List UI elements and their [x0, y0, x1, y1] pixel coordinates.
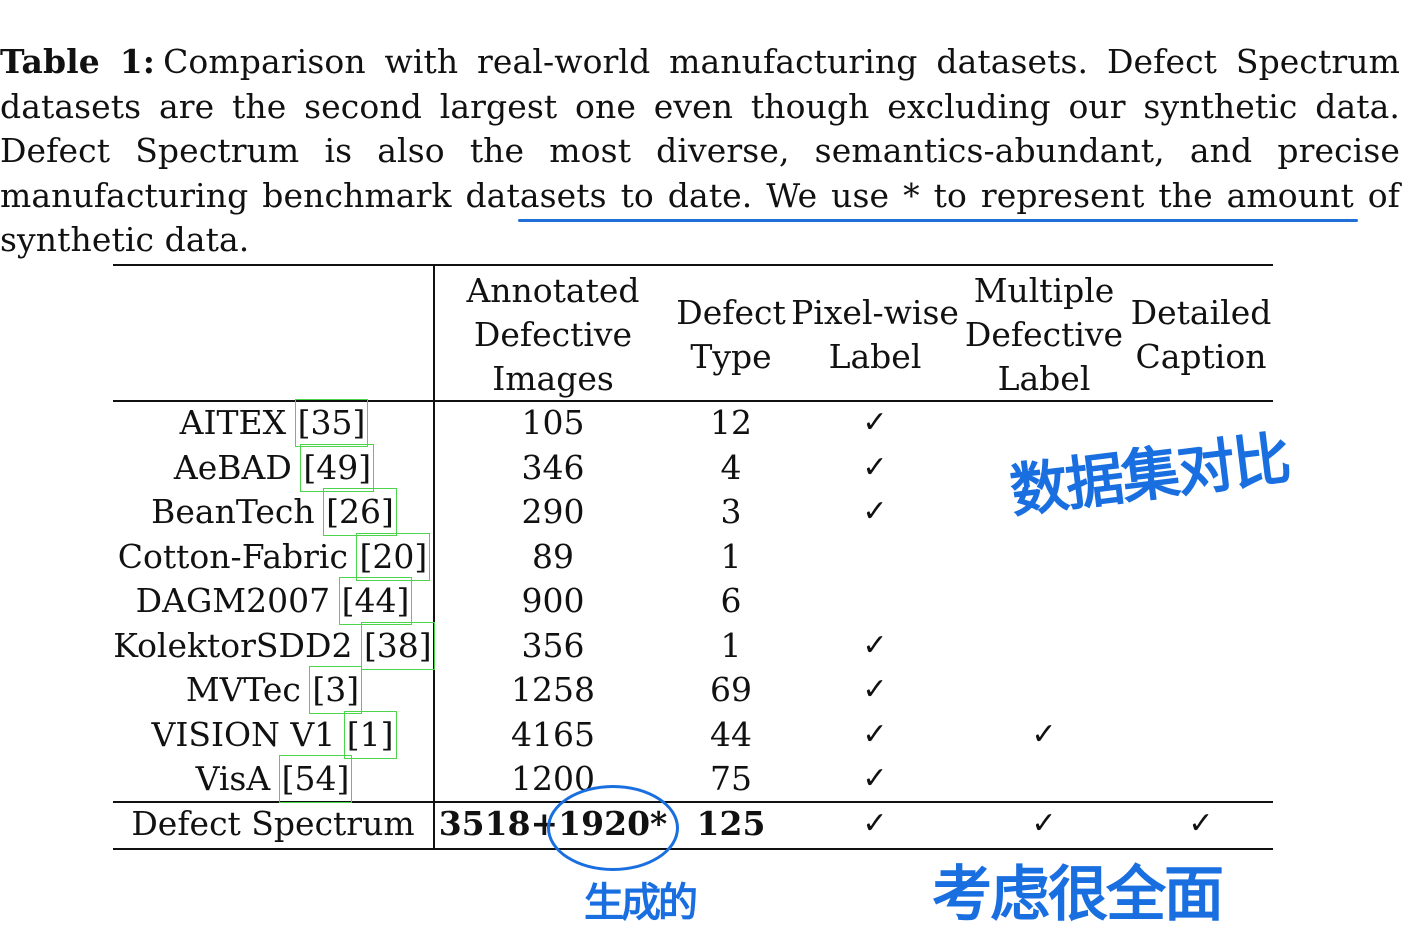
annotated-count: 900 — [521, 581, 585, 620]
dataset-name-cell: DAGM2007 [44] — [113, 577, 433, 625]
defect-type-count: 6 — [720, 581, 742, 620]
pixel-label-check: ✓ — [862, 494, 888, 529]
header-multiple-line: Label — [997, 359, 1091, 398]
annotated-count: 356 — [521, 625, 585, 665]
highlight-underline — [518, 219, 1358, 222]
defect-type-count: 44 — [710, 714, 752, 754]
dataset-name: BeanTech — [151, 492, 315, 531]
comparison-table: Annotated Defective Images Defect Type P… — [113, 264, 1273, 850]
annotated-count: 1258 — [511, 670, 595, 709]
pixel-label-check: ✓ — [862, 716, 888, 752]
dataset-name-cell: BeanTech [26] — [113, 488, 433, 536]
header-caption: Detailed Caption — [1129, 270, 1273, 400]
citation-link[interactable]: [3] — [309, 666, 363, 714]
table-row: AeBAD [49] 346 4 ✓ — [113, 443, 1273, 492]
dataset-name: Cotton-Fabric — [117, 536, 348, 576]
pixel-label-check: ✓ — [862, 761, 888, 796]
citation-link[interactable]: [38] — [360, 621, 435, 670]
defect-type-count: 1 — [720, 536, 742, 576]
annotated-count: 290 — [521, 492, 585, 531]
header-caption-line: Detailed — [1130, 293, 1272, 332]
header-defect-type-line: Type — [690, 337, 772, 376]
pixel-label-check: ✓ — [862, 627, 888, 663]
defect-type-count: 69 — [710, 670, 752, 709]
defect-type-count: 12 — [710, 403, 752, 442]
table-top-rule — [113, 264, 1273, 266]
header-annotated-line: Annotated — [466, 271, 640, 310]
defect-type-count: 75 — [710, 759, 752, 798]
defect-type-count: 1 — [720, 625, 742, 665]
annotated-count: 105 — [521, 403, 585, 442]
dataset-name-cell: MVTec [3] — [113, 666, 433, 714]
dataset-name: AeBAD — [173, 447, 292, 487]
pixel-label-check: ✓ — [862, 449, 888, 485]
header-defect-type: Defect Type — [671, 270, 791, 400]
dataset-name: VISION V1 — [151, 714, 336, 754]
table-row: Cotton-Fabric [20] 89 1 — [113, 532, 1273, 581]
table-row-final: Defect Spectrum 3518+1920* 125 ✓ ✓ ✓ — [113, 802, 1273, 846]
dataset-name: AITEX — [179, 403, 287, 442]
citation-link[interactable]: [1] — [343, 710, 397, 759]
header-defect-type-line: Defect — [676, 293, 786, 332]
defect-type-count: 4 — [720, 447, 742, 487]
dataset-name-cell: AeBAD [49] — [113, 443, 433, 492]
pixel-label-check: ✓ — [862, 672, 888, 707]
citation-link[interactable]: [44] — [338, 577, 413, 625]
table-row: DAGM2007 [44] 900 6 — [113, 577, 1273, 625]
handwritten-note-comprehensive: 考虑很全面 — [932, 860, 1224, 930]
table-column-rule — [433, 264, 435, 850]
dataset-name-cell: VISION V1 [1] — [113, 710, 433, 759]
multiple-label-check: ✓ — [1031, 716, 1057, 752]
table-row: MVTec [3] 1258 69 ✓ — [113, 666, 1273, 714]
defect-type-count: 125 — [696, 804, 766, 843]
header-multiple-line: Multiple — [973, 271, 1115, 310]
caption-text: Comparison with real-world manufacturing… — [0, 42, 1400, 259]
annotated-count: 4165 — [511, 714, 595, 754]
citation-link[interactable]: [26] — [323, 488, 397, 536]
dataset-name: MVTec — [185, 670, 301, 709]
caption-label: Table 1: — [0, 42, 156, 81]
table-row: BeanTech [26] 290 3 ✓ — [113, 488, 1273, 536]
table-body-rule — [113, 801, 1273, 803]
dataset-name-cell: VisA [54] — [113, 755, 433, 803]
header-annotated-line: Defective — [473, 315, 633, 354]
citation-link[interactable]: [35] — [294, 399, 369, 447]
dataset-name-cell: Cotton-Fabric [20] — [113, 532, 433, 581]
pixel-label-check: ✓ — [862, 405, 888, 440]
dataset-name: DAGM2007 — [135, 581, 331, 620]
dataset-name-cell: KolektorSDD2 [38] — [113, 621, 435, 670]
header-annotated-line: Images — [492, 359, 614, 398]
table-bottom-rule — [113, 848, 1273, 850]
citation-link[interactable]: [54] — [278, 755, 353, 803]
handwritten-note-generated: 生成的 — [584, 880, 698, 926]
pixel-label-check: ✓ — [862, 806, 888, 841]
citation-link[interactable]: [20] — [356, 532, 431, 581]
header-pixel-wise: Pixel-wise Label — [791, 270, 959, 400]
table-row: KolektorSDD2 [38] 356 1 ✓ — [113, 621, 1273, 670]
header-pixel-wise-line: Label — [828, 337, 922, 376]
caption-check: ✓ — [1188, 806, 1214, 841]
citation-link[interactable]: [49] — [300, 443, 375, 492]
header-caption-line: Caption — [1135, 337, 1267, 376]
defect-type-count: 3 — [720, 492, 742, 531]
handwritten-circle — [547, 785, 679, 871]
header-pixel-wise-line: Pixel-wise — [791, 293, 959, 332]
table-row: VISION V1 [1] 4165 44 ✓ ✓ — [113, 710, 1273, 759]
table-header-rule — [113, 400, 1273, 402]
dataset-name-cell: AITEX [35] — [113, 399, 433, 447]
dataset-name: VisA — [195, 759, 271, 798]
dataset-name: Defect Spectrum — [131, 804, 415, 843]
dataset-name: KolektorSDD2 — [113, 625, 353, 665]
annotated-count: 89 — [532, 536, 574, 576]
header-multiple-line: Defective — [964, 315, 1124, 354]
table-caption: Table 1:Comparison with real-world manuf… — [0, 40, 1400, 263]
multiple-label-check: ✓ — [1031, 806, 1057, 841]
table-row: AITEX [35] 105 12 ✓ — [113, 399, 1273, 447]
header-annotated: Annotated Defective Images — [435, 270, 671, 400]
annotated-count: 346 — [521, 447, 585, 487]
header-multiple: Multiple Defective Label — [959, 270, 1129, 400]
